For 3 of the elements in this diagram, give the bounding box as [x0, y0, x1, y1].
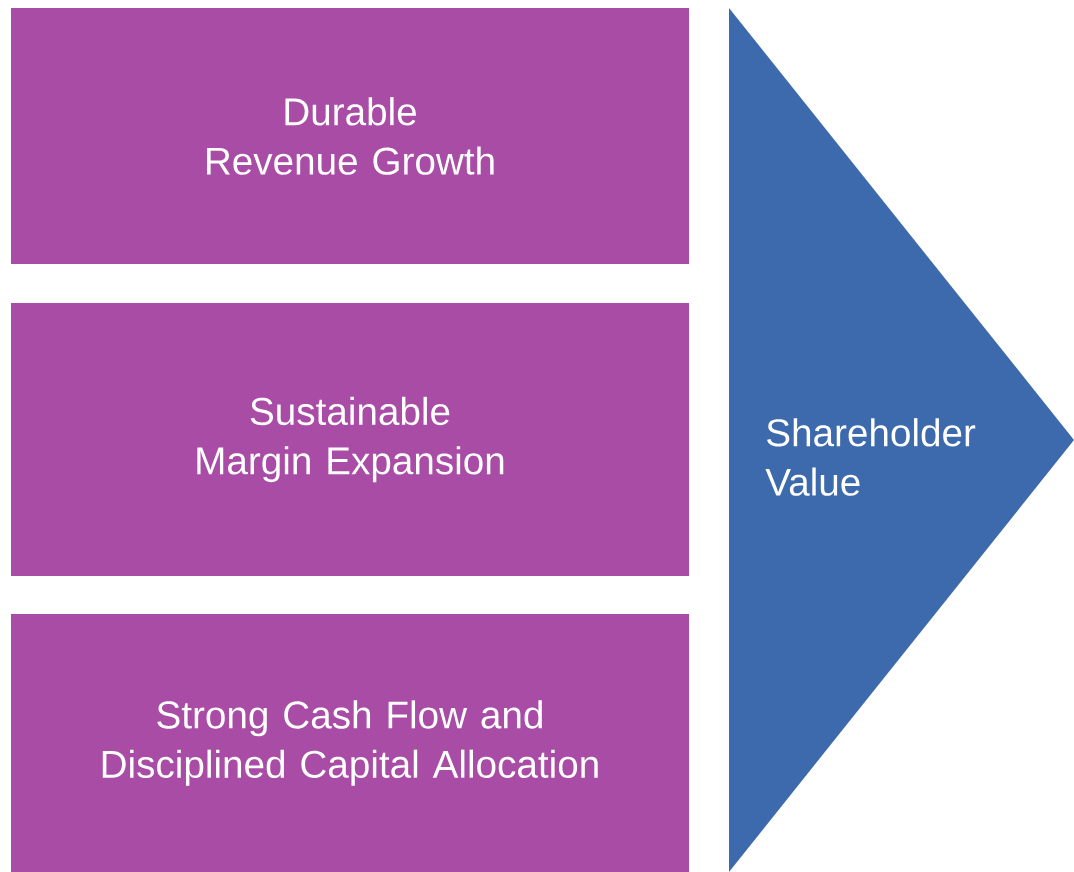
goal-box: Sustainable Margin Expansion	[11, 303, 689, 576]
goal-box: Strong Cash Flow and Disciplined Capital Allocation	[11, 614, 689, 872]
goal-box: Durable Revenue Growth	[11, 8, 689, 264]
